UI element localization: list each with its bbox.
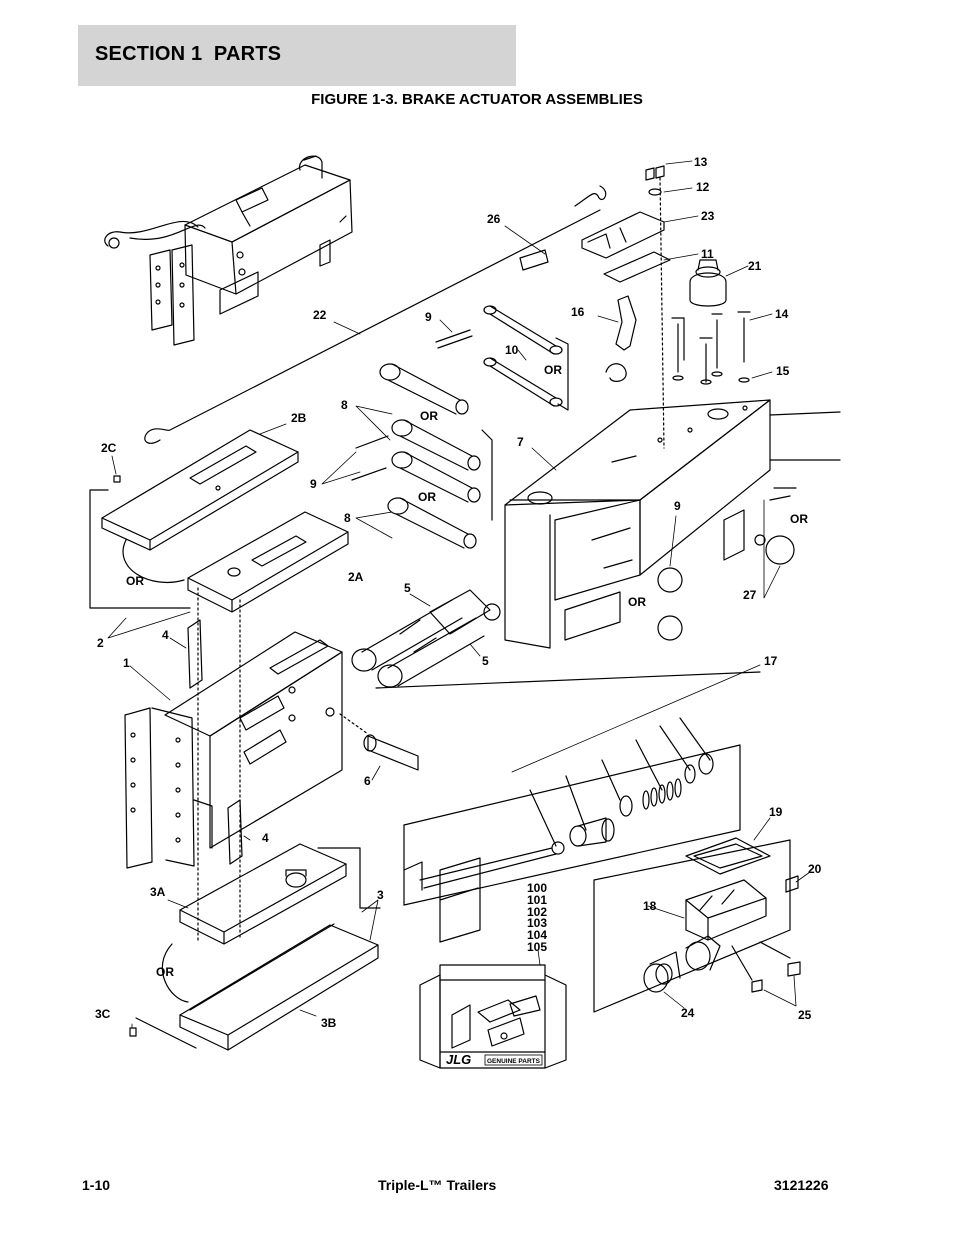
callout-19: 19 [769,805,783,819]
callout-100: 100 [527,881,547,895]
callout-6: 6 [364,774,371,788]
callout-18: 18 [643,899,657,913]
callout-105: 105 [527,940,547,954]
pin-6-illustration [367,735,419,771]
callout-4-lower: 4 [262,831,269,845]
master-cylinder-body-18-illustration [593,837,801,1013]
callout-27: 27 [743,588,757,602]
callout-or-6: OR [628,595,646,609]
callout-4-upper: 4 [162,628,169,642]
callout-25: 25 [798,1008,812,1022]
footer-doc-number: 3121226 [774,1177,829,1193]
bracket-23-illustration [581,165,671,449]
callout-3b: 3B [321,1016,337,1030]
callout-or-5: OR [126,574,144,588]
section-title: SECTION 1 PARTS [95,43,282,65]
callout-2b: 2B [291,411,307,425]
callout-1: 1 [123,656,130,670]
callout-5-lower: 5 [482,654,489,668]
callout-5-upper: 5 [404,581,411,595]
reservoir-cap-21 [689,272,727,307]
callout-17: 17 [764,654,778,668]
callout-102: 102 [527,905,547,919]
callout-103: 103 [527,916,547,930]
callout-9-right: 9 [674,499,681,513]
figure-title: FIGURE 1-3. BRAKE ACTUATOR ASSEMBLIES [311,91,643,108]
callout-104: 104 [527,928,547,942]
callout-or-2: OR [420,409,438,423]
callout-12: 12 [696,180,710,194]
lever-16 [615,295,637,351]
callout-24: 24 [681,1006,695,1020]
callout-23: 23 [701,209,715,223]
callout-2a: 2A [348,570,364,584]
footer-page-number: 1-10 [82,1177,111,1193]
callout-8-upper: 8 [341,398,348,412]
bolts-14-illustration [671,311,751,385]
callout-22: 22 [313,308,327,322]
master-cylinder-panel-17 [375,671,761,943]
parts-kit-box-illustration [419,964,567,1069]
channel-3B-illustration [179,923,379,1051]
channel-3A-illustration [179,843,347,945]
callout-3: 3 [377,888,384,902]
callout-11: 11 [701,247,714,261]
callout-16: 16 [571,305,585,319]
brake-cable-22 [169,185,607,431]
callout-21: 21 [748,259,762,273]
main-tube-1-illustration [124,631,343,869]
plate-2B-illustration [101,429,299,551]
callout-or-1: OR [544,363,562,377]
pins-9-10-illustration [435,305,569,411]
callout-10: 10 [505,343,519,357]
pad-4-upper [187,619,203,689]
plate-2A-illustration [187,511,349,613]
callout-20: 20 [808,862,822,876]
callout-26: 26 [487,212,501,226]
callout-leader-lines [107,160,811,1029]
shock-absorbers-5-illustration [351,589,501,688]
genuine-parts-badge: GENUINE PARTS [487,1058,541,1065]
callout-or-3: OR [418,490,436,504]
pad-4-lower [227,799,243,865]
callout-3c: 3C [95,1007,111,1021]
callout-2c: 2C [101,441,117,455]
actuator-housing-7-illustration [504,399,841,649]
callout-8-lower: 8 [344,511,351,525]
section-header-band: SECTION 1 PARTS [78,25,516,86]
coupler-assembly-illustration [104,155,353,346]
callout-13: 13 [694,155,708,169]
footer-title: Triple-L™ Trailers [378,1177,497,1193]
callout-15: 15 [776,364,790,378]
callout-14: 14 [775,307,789,321]
callout-7: 7 [517,435,524,449]
jlg-logo: JLG [446,1052,471,1067]
callout-or-4: OR [790,512,808,526]
callout-or-7: OR [156,965,174,979]
callout-101: 101 [527,893,547,907]
callout-labels: 13 12 23 11 21 26 16 14 15 22 9 10 OR 8 … [95,155,822,1030]
retaining-clips-27-illustration [657,487,797,641]
callout-3a: 3A [150,885,166,899]
pins-8-illustration [351,363,493,549]
callout-9-upper: 9 [425,310,432,324]
callout-9-middle: 9 [310,477,317,491]
callout-2: 2 [97,636,104,650]
